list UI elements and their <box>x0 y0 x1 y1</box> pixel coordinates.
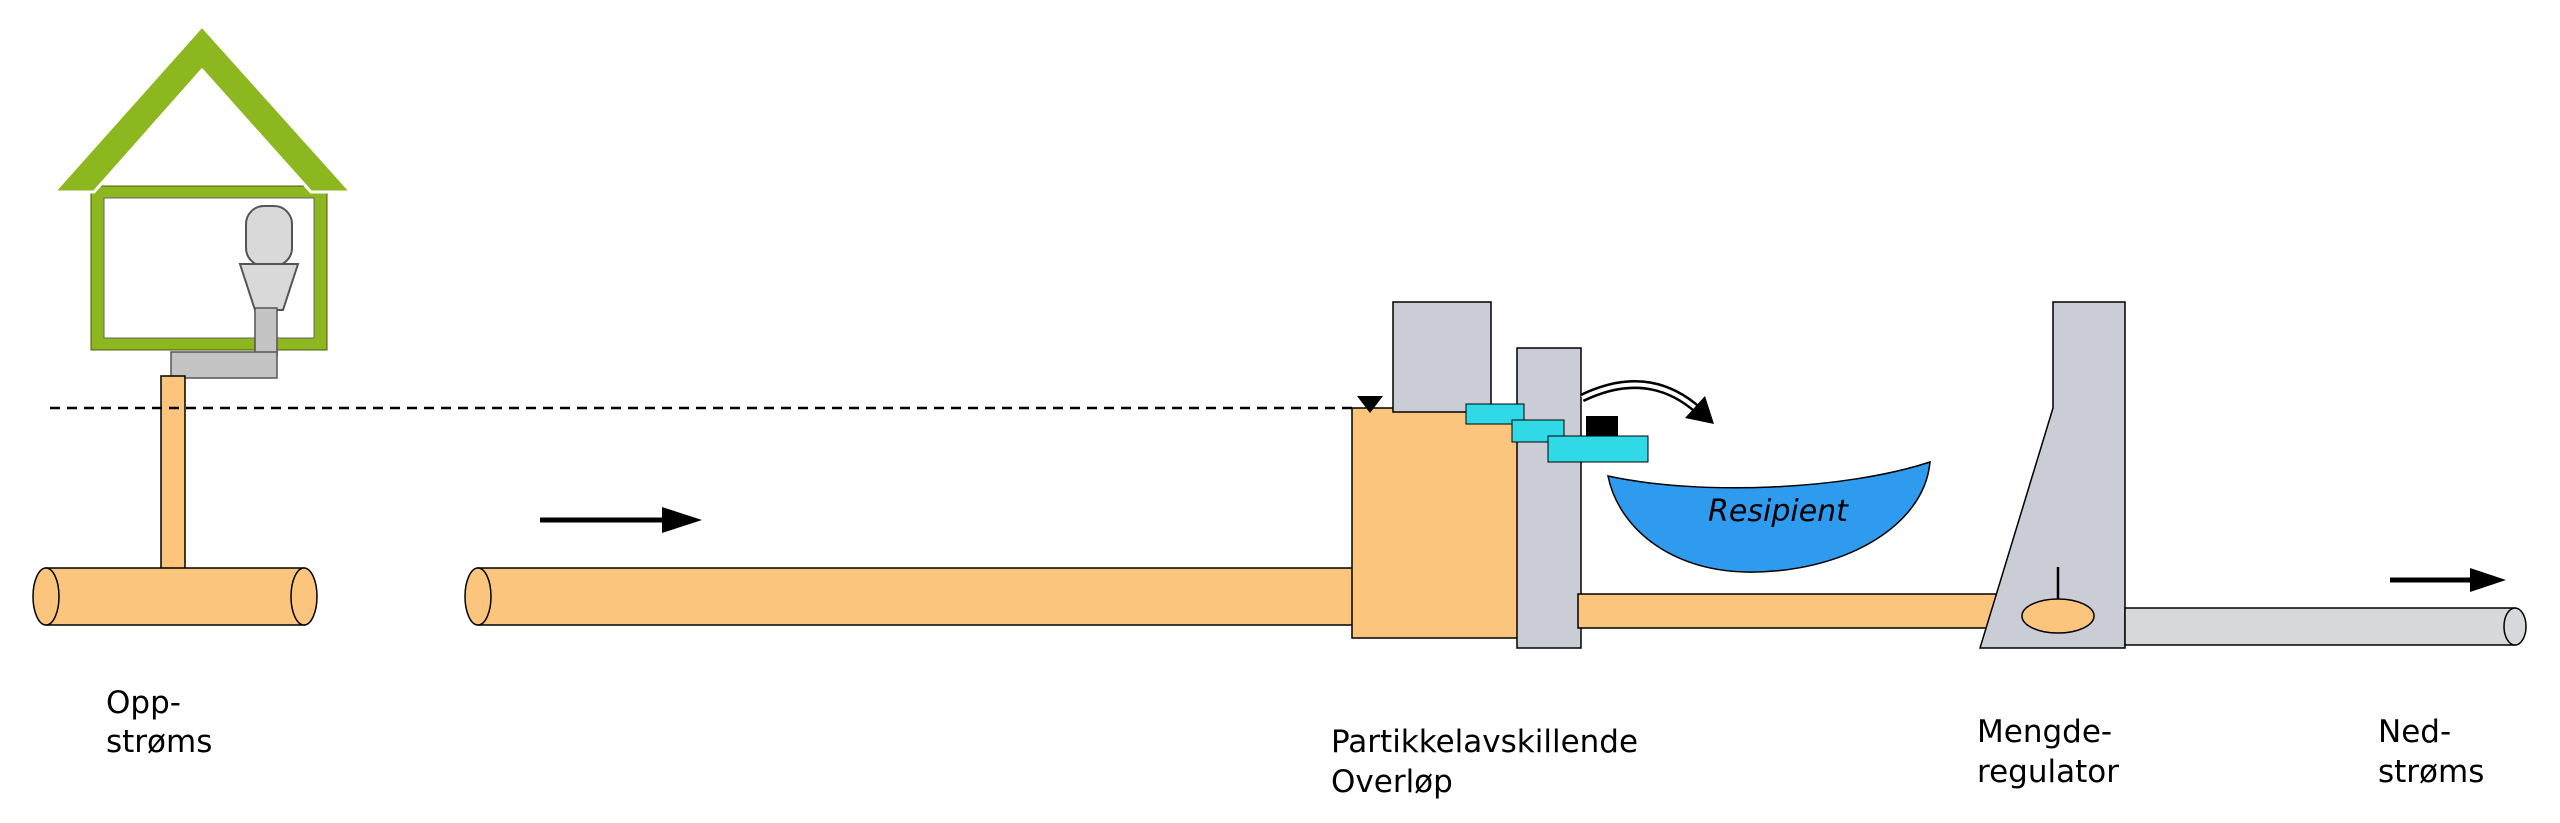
flow-direction-arrow-downstream <box>2390 568 2506 592</box>
toilet-icon <box>238 205 300 311</box>
upstream-pipe <box>32 567 318 626</box>
downstream-pipe <box>2124 607 2527 646</box>
overflow-structure <box>1351 301 1649 649</box>
overflow-direction-arrow <box>1580 380 1714 424</box>
recipient-basin: Resipient <box>1607 460 1931 573</box>
house-drain-elbow <box>170 351 278 379</box>
flow-regulator <box>1978 301 2126 649</box>
regulator-label: Mengde- regulator <box>1977 714 2119 790</box>
weir-water-step-3 <box>1547 435 1649 463</box>
downstream-label-line2: strøms <box>2378 754 2484 790</box>
regulator-label-line1: Mengde- <box>1977 714 2112 750</box>
bypass-pipe <box>1577 593 2041 629</box>
house-service-pipe <box>160 375 186 577</box>
downstream-pipe-cap <box>2503 607 2527 646</box>
upstream-label: Opp- strøms <box>106 685 212 760</box>
recipient-water <box>1607 460 1931 573</box>
flow-direction-arrow-upstream <box>540 507 702 533</box>
main-sewer-pipe-body <box>477 567 1360 626</box>
overflow-label-line1: Partikkelavskillende <box>1331 724 1638 760</box>
chamber-outer-wall <box>1516 347 1582 649</box>
upstream-pipe-cap-right <box>290 567 318 626</box>
toilet-tank <box>245 205 293 267</box>
upstream-label-line1: Opp- <box>106 685 181 721</box>
toilet-bowl <box>238 263 300 311</box>
arrow-head-icon <box>662 507 702 533</box>
regulator-structure <box>1978 301 2126 649</box>
downstream-pipe-body <box>2124 607 2516 646</box>
arrow-head-icon <box>2470 568 2506 592</box>
downstream-label: Ned- strøms <box>2378 714 2484 790</box>
downstream-label-line1: Ned- <box>2378 714 2451 750</box>
main-sewer-pipe-cap-left <box>464 567 492 626</box>
overflow-arrow-fill <box>1581 382 1700 412</box>
upstream-pipe-cap-left <box>32 567 60 626</box>
overflow-arrow-head-icon <box>1685 396 1714 424</box>
upstream-pipe-body <box>45 567 305 626</box>
house-roof <box>50 23 355 194</box>
main-sewer-pipe <box>464 567 1360 626</box>
overflow-label: Partikkelavskillende Overløp <box>1331 724 1638 800</box>
house-drain-pipe <box>254 307 278 357</box>
water-level-marker-icon <box>1357 396 1383 413</box>
regulator-label-line2: regulator <box>1977 754 2119 790</box>
regulator-valve <box>2021 598 2095 634</box>
chamber-roof-block <box>1392 301 1492 413</box>
recipient-label: Resipient <box>1708 494 1849 529</box>
overflow-chamber <box>1351 407 1520 639</box>
house <box>50 23 355 379</box>
upstream-label-line2: strøms <box>106 724 212 760</box>
overflow-label-line2: Overløp <box>1331 764 1453 800</box>
weir-water-step-1 <box>1465 403 1525 425</box>
